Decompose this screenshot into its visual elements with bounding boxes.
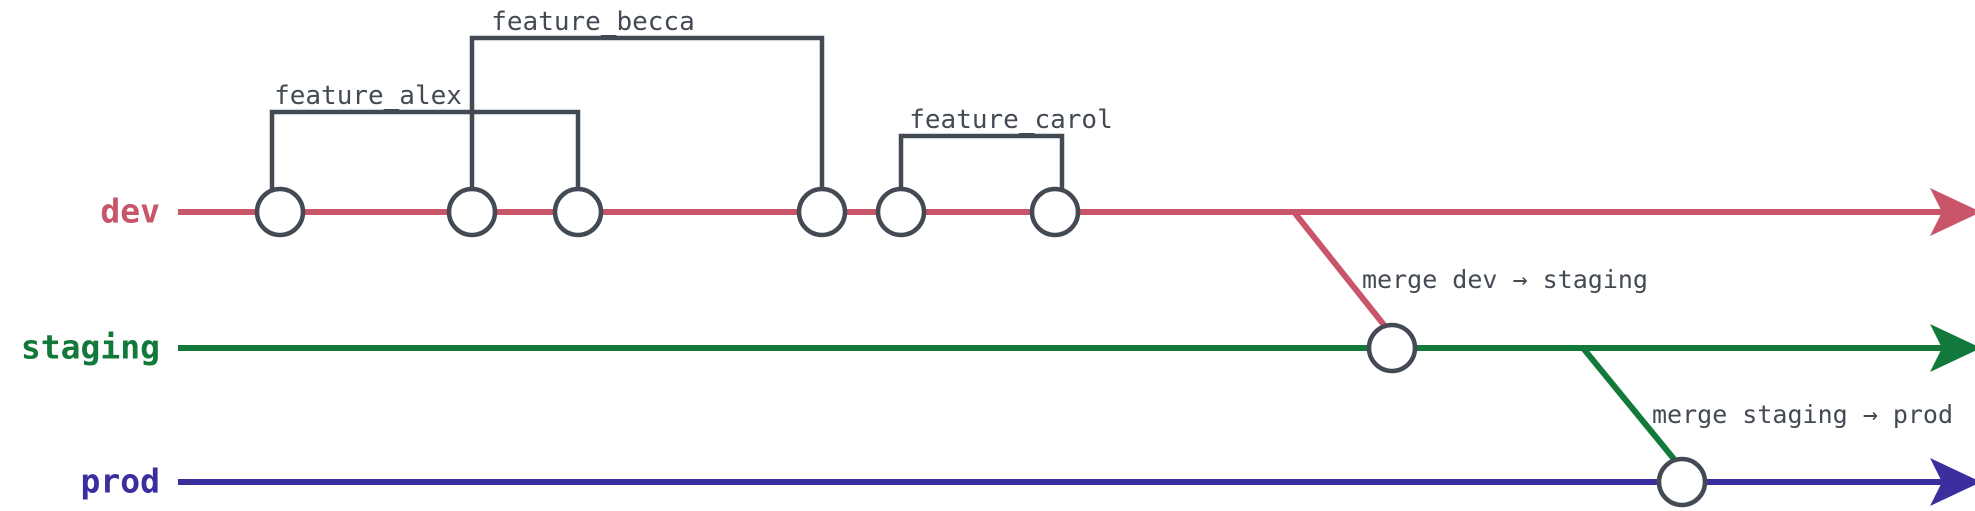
commit-nodes [254, 186, 1708, 508]
merge-label-dev-staging: merge dev → staging [1362, 265, 1648, 294]
feature-bracket-becca[interactable] [469, 35, 825, 190]
feature-brackets [269, 35, 1065, 190]
feature-label-carol: feature_carol [909, 105, 1113, 135]
feature-bracket-carol[interactable] [898, 133, 1065, 190]
merge-label-staging-prod: merge staging → prod [1652, 400, 1953, 429]
commit-node[interactable] [796, 186, 848, 238]
commit-node[interactable] [1029, 186, 1081, 238]
commit-node[interactable] [552, 186, 604, 238]
commit-node[interactable] [1366, 322, 1418, 374]
commit-node[interactable] [1656, 456, 1708, 508]
commit-node[interactable] [254, 186, 306, 238]
merge-line-staging-to-prod[interactable] [1580, 346, 1681, 466]
commit-node[interactable] [875, 186, 927, 238]
feature-bracket-alex[interactable] [269, 109, 581, 190]
branch-label-dev: dev [100, 192, 160, 231]
branch-label-prod: prod [81, 462, 160, 501]
feature-label-becca: feature_becca [491, 7, 695, 37]
branch-label-staging: staging [21, 328, 160, 367]
merge-labels: merge dev → staging merge staging → prod [1362, 265, 1953, 429]
branch-lines [178, 188, 1975, 506]
feature-labels: feature_alex feature_becca feature_carol [274, 7, 1113, 135]
merge-line-dev-to-staging[interactable] [1291, 210, 1391, 332]
merge-lines [1291, 210, 1681, 466]
feature-label-alex: feature_alex [274, 81, 462, 111]
commit-node[interactable] [446, 186, 498, 238]
branch-labels: dev staging prod [21, 192, 160, 501]
